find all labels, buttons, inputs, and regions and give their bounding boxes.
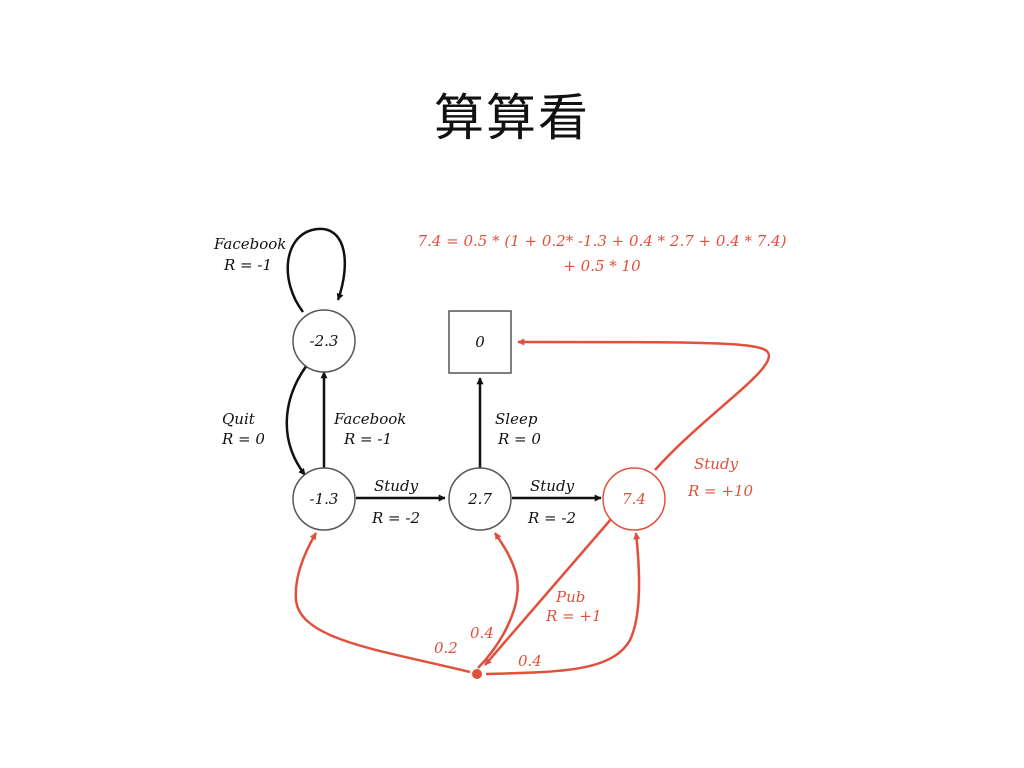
state-class3: 7.4	[602, 467, 666, 531]
label-prob-class2: 0.4	[470, 624, 494, 642]
label-facebook-loop-reward: R = -1	[223, 256, 272, 274]
label-facebook-loop-action: Facebook	[213, 235, 286, 253]
state-facebook: -2.3	[292, 309, 356, 373]
label-prob-class1: 0.2	[434, 639, 458, 657]
edge-quit	[285, 364, 309, 476]
equation-line-1: 7.4 = 0.5 * (1 + 0.2* -1.3 + 0.4 * 2.7 +…	[418, 232, 787, 250]
edge-pub	[484, 517, 613, 666]
label-prob-class3: 0.4	[518, 652, 542, 670]
label-sleep-action: Sleep	[495, 410, 538, 428]
edge-facebook-loop	[286, 227, 346, 313]
label-sleep-reward: R = 0	[497, 430, 541, 448]
chance-node	[472, 669, 482, 679]
state-value: -2.3	[310, 332, 339, 350]
state-value: 7.4	[622, 490, 646, 508]
slide-title: 算算看	[434, 89, 590, 147]
state-value: -1.3	[310, 490, 339, 508]
state-value: 0	[475, 333, 485, 351]
label-study1-reward: R = -2	[371, 509, 420, 527]
label-pub-action: Pub	[555, 588, 585, 606]
state-class2: 2.7	[448, 467, 512, 531]
state-class1: -1.3	[292, 467, 356, 531]
equation-line-2: + 0.5 * 10	[563, 257, 641, 275]
label-study2-action: Study	[530, 477, 575, 495]
edge-prob-class2	[477, 532, 519, 669]
state-value: 2.7	[467, 490, 492, 508]
label-pub-reward: R = +1	[545, 607, 602, 625]
edge-study-3	[517, 338, 771, 471]
label-study2-reward: R = -2	[527, 509, 576, 527]
edge-prob-class1	[294, 532, 471, 674]
label-study1-action: Study	[374, 477, 419, 495]
edge-prob-class3	[485, 532, 641, 676]
label-study3-action: Study	[694, 455, 739, 473]
label-study3-reward: R = +10	[687, 482, 754, 500]
label-quit-action: Quit	[222, 410, 256, 428]
state-sleep: 0	[448, 310, 512, 374]
label-facebook-reward: R = -1	[343, 430, 392, 448]
label-facebook-action: Facebook	[333, 410, 406, 428]
label-quit-reward: R = 0	[221, 430, 265, 448]
